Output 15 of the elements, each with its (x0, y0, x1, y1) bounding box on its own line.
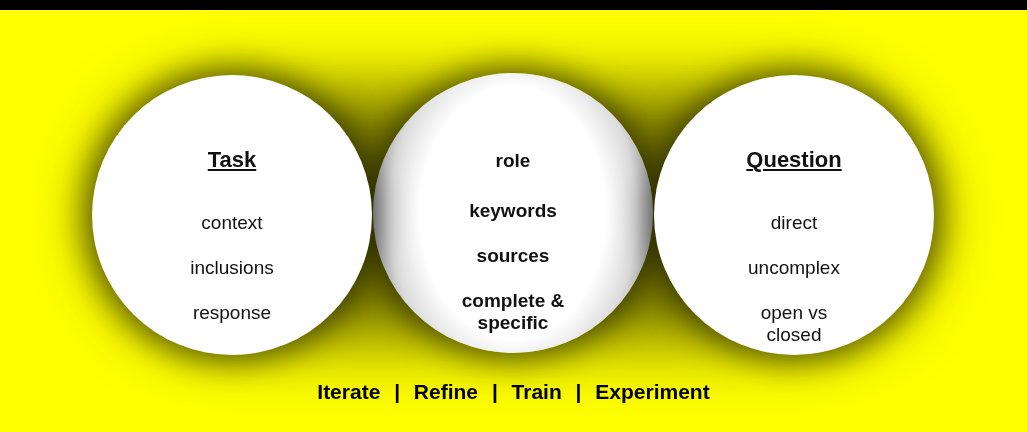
item-text: context (201, 212, 263, 234)
item-text: uncomplex (748, 257, 840, 279)
heading: Question (746, 147, 842, 173)
item-text: keywords (469, 200, 557, 222)
item-text: sources (476, 245, 550, 267)
circle (92, 75, 372, 355)
heading: Task (207, 147, 257, 173)
footer-text: Iterate | Refine | Train | Experiment (317, 380, 710, 404)
item-text: open vs closed (759, 302, 829, 346)
item-text: complete & specific (460, 290, 566, 334)
item-text: response (192, 302, 272, 324)
item-text: role (495, 150, 531, 172)
circle (654, 75, 934, 355)
item-text: inclusions (190, 257, 274, 279)
item-text: direct (770, 212, 818, 234)
